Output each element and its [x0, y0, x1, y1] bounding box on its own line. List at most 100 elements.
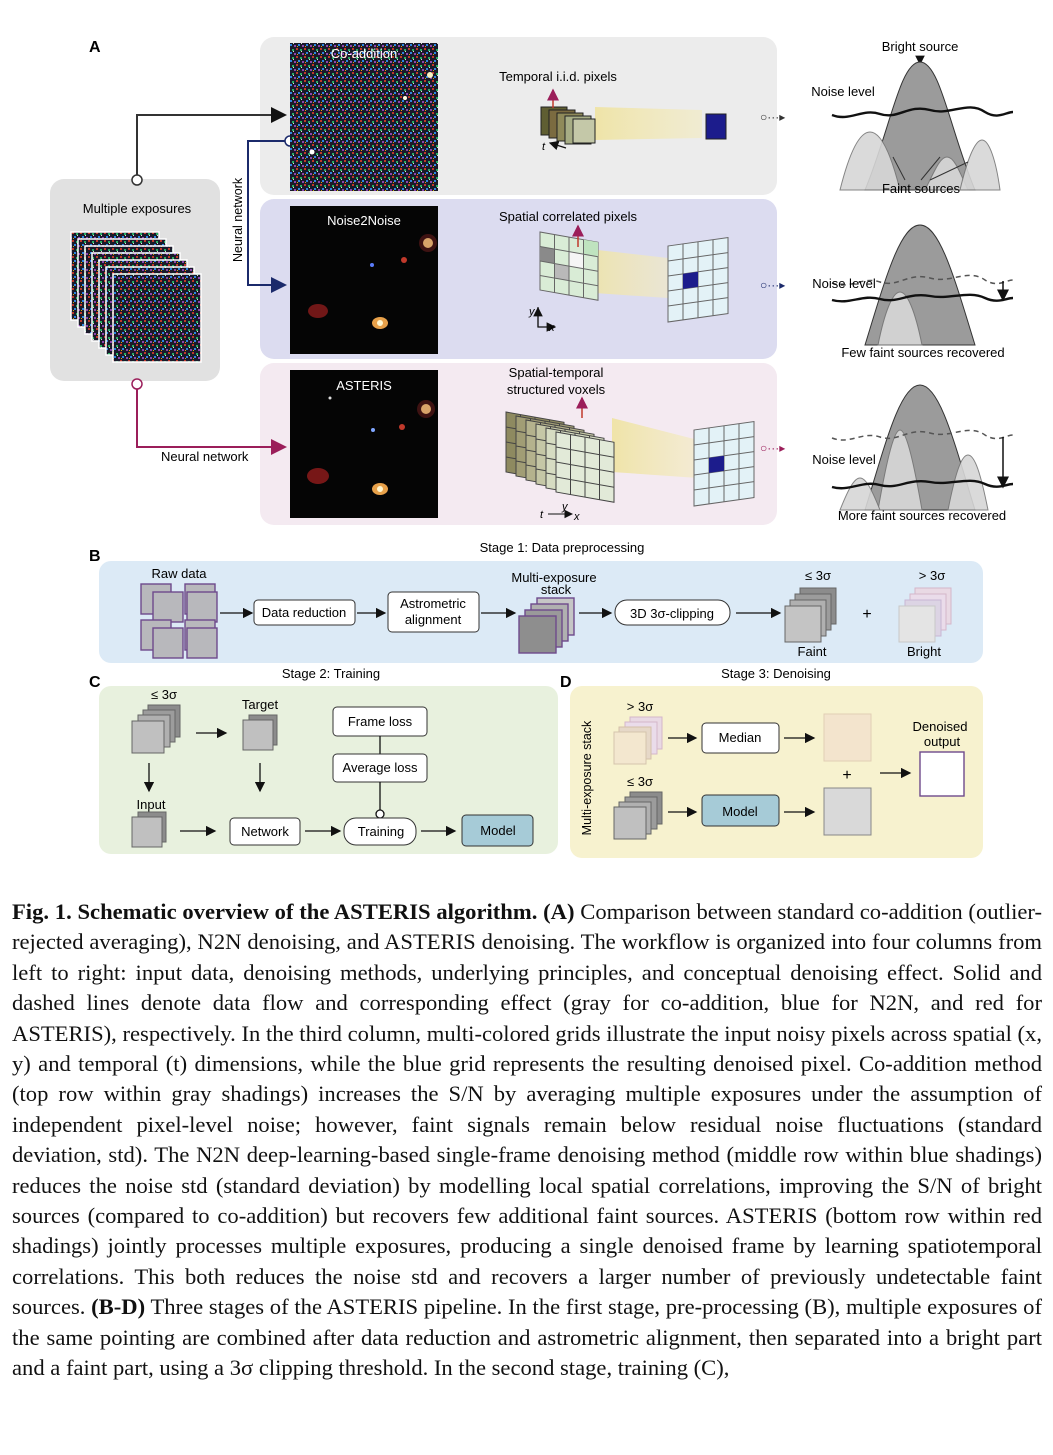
caption-title: Fig. 1. Schematic overview of the ASTERI…: [12, 899, 538, 924]
denoised-output: [919, 751, 965, 797]
multi-exposure-stack-b: [518, 597, 575, 654]
svg-text:≤ 3σ: ≤ 3σ: [627, 774, 653, 789]
data-reduction-box: [253, 599, 356, 626]
faint-stack-b: [784, 587, 837, 643]
svg-text:Astrometric: Astrometric: [400, 596, 466, 611]
svg-text:> 3σ: > 3σ: [627, 699, 653, 714]
effect-noise-level-2: Noise level: [812, 276, 876, 291]
training-box: [343, 817, 417, 846]
model-box-d: [701, 794, 780, 827]
svg-text:Multi-exposure: Multi-exposure: [511, 570, 596, 585]
bright-result: [823, 713, 872, 762]
svg-text:Training: Training: [358, 824, 404, 839]
panel-a-letter: A: [89, 39, 101, 56]
effect-more-faint: More faint sources recovered: [838, 508, 1006, 523]
astrometric-box: [387, 591, 480, 633]
effect-faint-sources: Faint sources: [882, 181, 961, 196]
svg-text:Model: Model: [480, 823, 516, 838]
effect-link-1: ○···▸: [760, 110, 785, 124]
svg-text:t: t: [540, 509, 544, 521]
caption-bd-label: (B-D): [91, 1294, 146, 1320]
asteris-label: ASTERIS: [336, 378, 392, 393]
input-frame: [131, 811, 167, 848]
faint-label: Faint: [798, 644, 827, 659]
nn-vertical-label: Neural network: [231, 177, 245, 262]
n2n-label: Noise2Noise: [327, 213, 401, 228]
effect-bright-source: Bright source: [882, 39, 959, 54]
clipping-box: [614, 599, 731, 626]
caption-a-label: (A): [543, 899, 575, 924]
principle-voxels-2: structured voxels: [507, 382, 606, 397]
effect-link-2: ○···▸: [760, 278, 785, 292]
svg-text:Frame loss: Frame loss: [348, 714, 413, 729]
effect-1-noise: [831, 106, 1014, 119]
svg-text:Network: Network: [241, 824, 289, 839]
stage-1-title: Stage 1: Data preprocessing: [480, 540, 645, 555]
principle-temporal: Temporal i.i.d. pixels: [499, 69, 617, 84]
caption-a-text: Comparison between standard co-addition …: [12, 899, 1043, 1320]
exposure-stack: [70, 231, 202, 363]
panel-c-letter: C: [89, 674, 101, 691]
svg-text:output: output: [924, 734, 961, 749]
bright-stack-b: [898, 587, 952, 643]
stage-3-bg: [570, 686, 983, 858]
denoised-pixel-temporal: [705, 113, 727, 140]
bright-label: Bright: [907, 644, 941, 659]
raw-data-tiles: [140, 583, 218, 659]
svg-text:t: t: [542, 141, 546, 153]
bright-stack-d: [613, 716, 663, 765]
flow-asteris: [136, 389, 287, 455]
nn-horizontal-label: Neural network: [161, 449, 249, 464]
panel-d-letter: D: [560, 674, 572, 691]
caption-bd-text: Three stages of the ASTERIS pipeline. In…: [12, 1294, 1042, 1381]
stage-2-bg: [99, 686, 558, 854]
flow-coaddition: [136, 107, 287, 178]
asteris-image: [290, 370, 438, 518]
faint-threshold-label: ≤ 3σ: [805, 568, 831, 583]
figure-caption: Fig. 1. Schematic overview of the ASTERI…: [12, 897, 1042, 1384]
target-label: Target: [242, 697, 279, 712]
stack-side-label: Multi-exposure stack: [580, 720, 594, 835]
bright-threshold-label: > 3σ: [919, 568, 945, 583]
coaddition-image: [290, 43, 438, 191]
svg-text:alignment: alignment: [405, 612, 462, 627]
svg-text:+: +: [842, 767, 851, 784]
svg-text:Model: Model: [722, 804, 758, 819]
stage-2-title: Stage 2: Training: [282, 666, 380, 681]
coaddition-label: Co-addition: [331, 46, 398, 61]
effect-link-3: ○···▸: [760, 441, 785, 455]
svg-text:≤ 3σ: ≤ 3σ: [151, 687, 177, 702]
input-frame-label: Input: [137, 797, 166, 812]
raw-data-label: Raw data: [152, 566, 208, 581]
spatial-output-grid: [667, 236, 729, 323]
svg-text:+: +: [862, 606, 871, 623]
target-frame: [242, 714, 278, 751]
svg-text:Data reduction: Data reduction: [262, 605, 347, 620]
svg-text:stack: stack: [541, 582, 572, 597]
effect-few-faint: Few faint sources recovered: [841, 345, 1004, 360]
model-box-c: [461, 814, 534, 847]
effect-noise-level-1: Noise level: [811, 84, 875, 99]
network-box: [229, 817, 301, 846]
svg-text:x: x: [548, 322, 555, 334]
effect-2-old-noise: [831, 274, 1014, 286]
svg-text:Denoised: Denoised: [913, 719, 968, 734]
faint-result: [823, 787, 872, 836]
svg-text:3D 3σ-clipping: 3D 3σ-clipping: [630, 606, 714, 621]
effect-2-noise: [831, 293, 1014, 303]
stage-3-title: Stage 3: Denoising: [721, 666, 831, 681]
principle-spatial: Spatial correlated pixels: [499, 209, 638, 224]
svg-text:x: x: [573, 511, 580, 523]
spatial-grid: [539, 231, 599, 301]
svg-text:Average loss: Average loss: [343, 760, 418, 775]
temporal-pixel-stack: [540, 106, 596, 145]
figure-1-schematic: A Multiple exposures Neural network Neur…: [50, 37, 1014, 858]
training-stack: [131, 704, 181, 754]
effect-3-old-noise: [831, 429, 1014, 441]
flow-n2n: [247, 140, 290, 293]
effect-3-noise: [831, 479, 1014, 490]
median-box: [701, 722, 780, 754]
voxel-stack: [505, 411, 615, 503]
faint-stack-d: [613, 791, 663, 840]
voxel-output-grid: [693, 420, 755, 507]
